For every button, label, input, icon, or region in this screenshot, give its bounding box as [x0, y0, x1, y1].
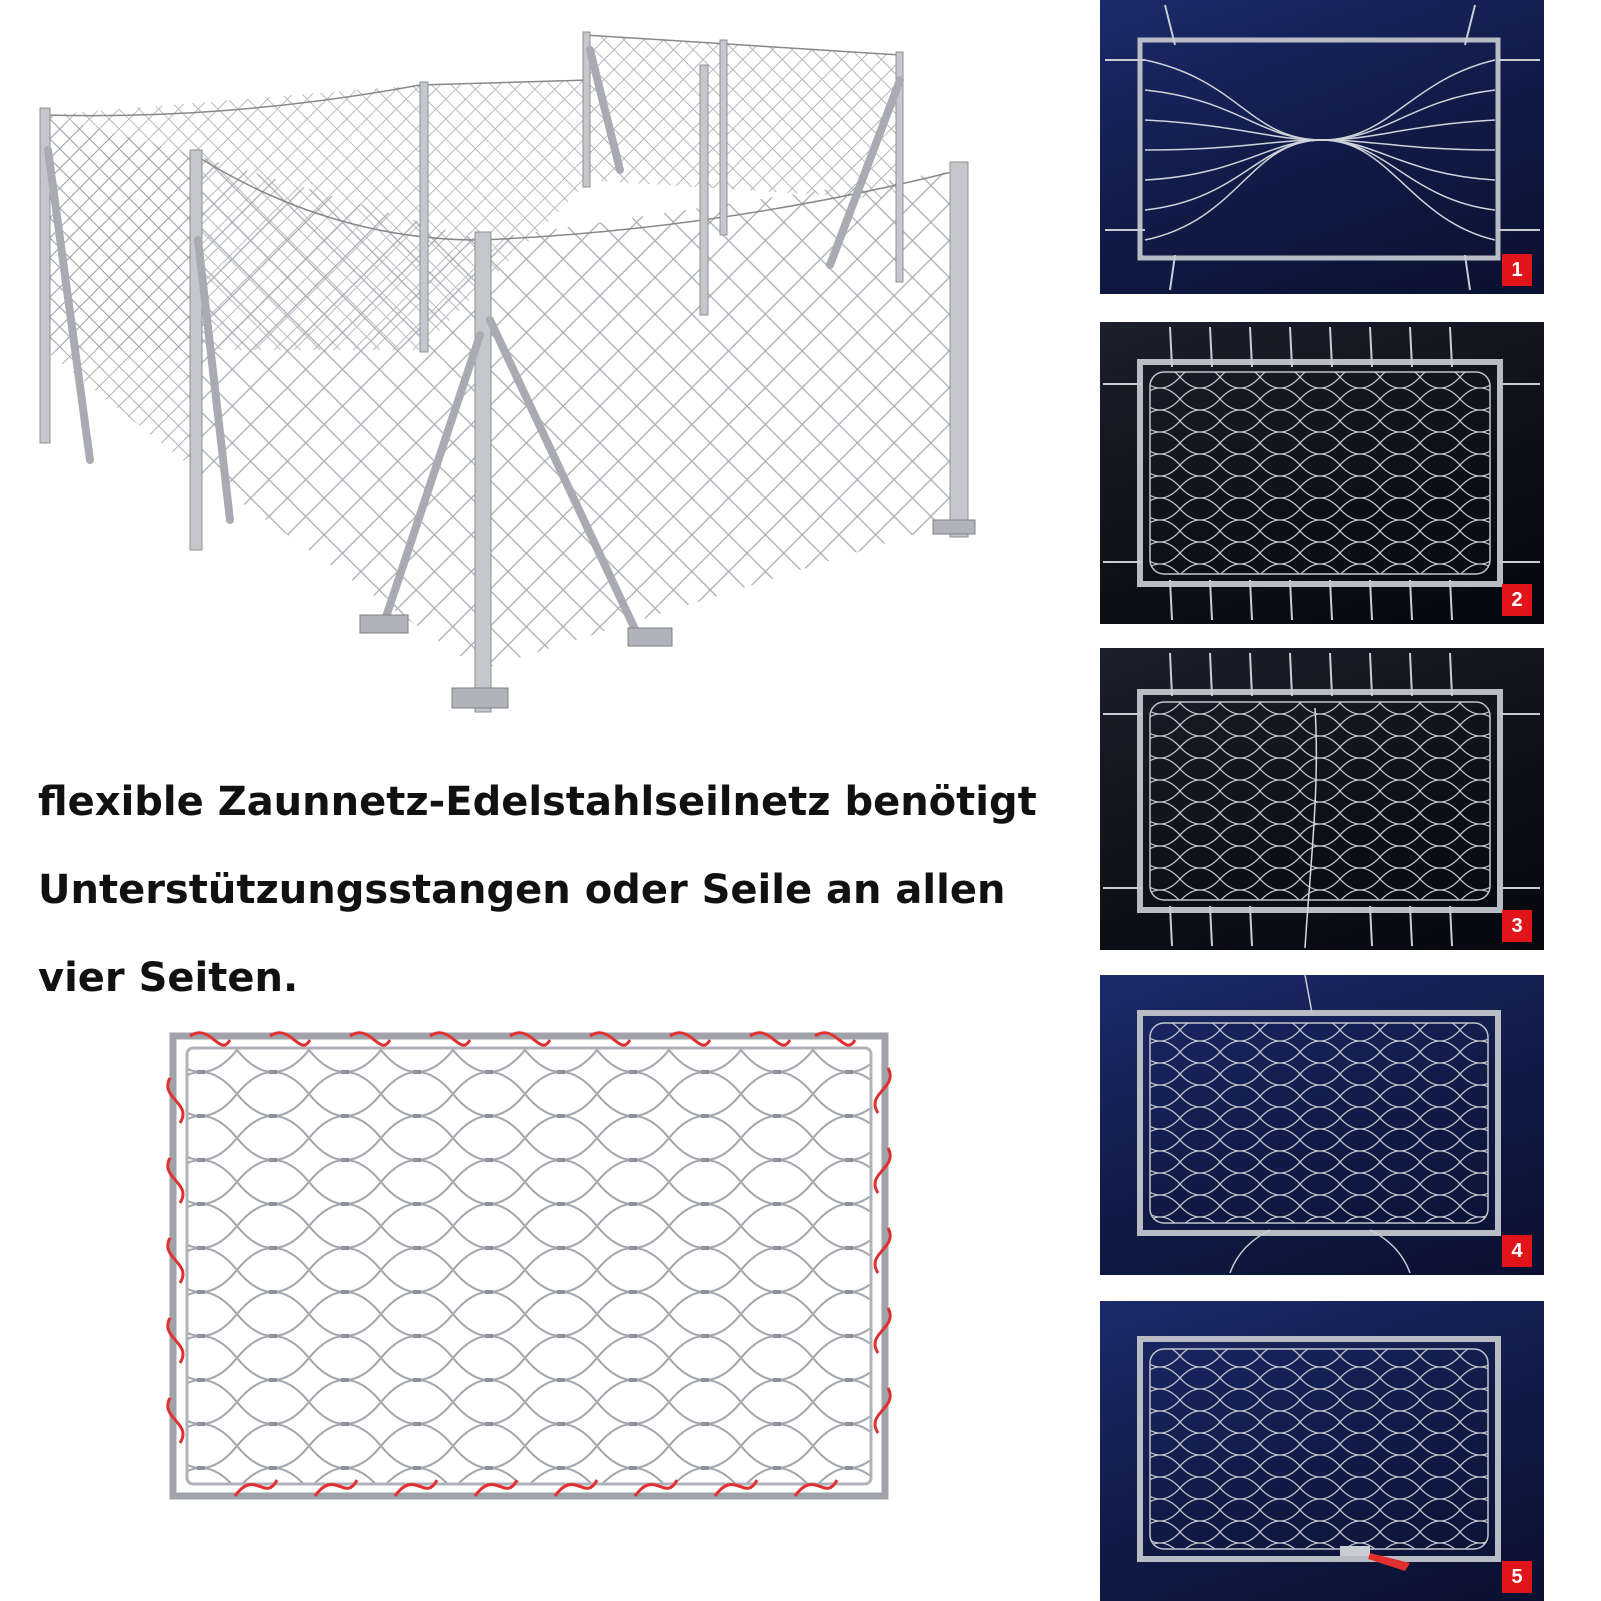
step-panel-5: 5 — [1100, 1301, 1544, 1601]
step-panel-3: 3 — [1100, 648, 1544, 950]
back-right-mesh — [585, 35, 900, 200]
step-badge-4: 4 — [1502, 1235, 1532, 1267]
caption-line-1: flexible Zaunnetz-Edelstahlseilnetz benö… — [38, 779, 1037, 825]
step-badge-1: 1 — [1502, 254, 1532, 286]
fence-braces — [44, 46, 904, 644]
step-1-image — [1105, 4, 1540, 291]
front-right-mesh — [480, 170, 960, 670]
step-panel-1: 1 — [1100, 0, 1544, 294]
rope-net-frame-diagram — [166, 1031, 892, 1500]
caption-line-2: Unterstützungsstangen oder Seile an alle… — [38, 867, 1006, 913]
rope-net — [185, 1046, 873, 1486]
step-badge-3: 3 — [1502, 910, 1532, 942]
fence-enclosure-illustration — [39, 31, 976, 713]
step-badge-2: 2 — [1502, 584, 1532, 616]
fence-posts — [39, 31, 969, 713]
step-panel-4: 4 — [1100, 975, 1544, 1275]
step-5-image — [1137, 1336, 1501, 1571]
caption-line-3: vier Seiten. — [38, 955, 299, 1001]
caption: flexible Zaunnetz-Edelstahlseilnetz benö… — [38, 758, 1038, 1022]
step-badge-5: 5 — [1502, 1561, 1532, 1593]
step-2-image — [1103, 326, 1540, 621]
step-3-image — [1103, 652, 1540, 949]
left-side-mesh — [45, 115, 195, 470]
red-lacing — [166, 1031, 892, 1497]
step-4-image — [1137, 975, 1501, 1274]
front-left-mesh — [195, 155, 480, 670]
step-panel-2: 2 — [1100, 322, 1544, 624]
tensioning-tool — [1340, 1546, 1410, 1571]
